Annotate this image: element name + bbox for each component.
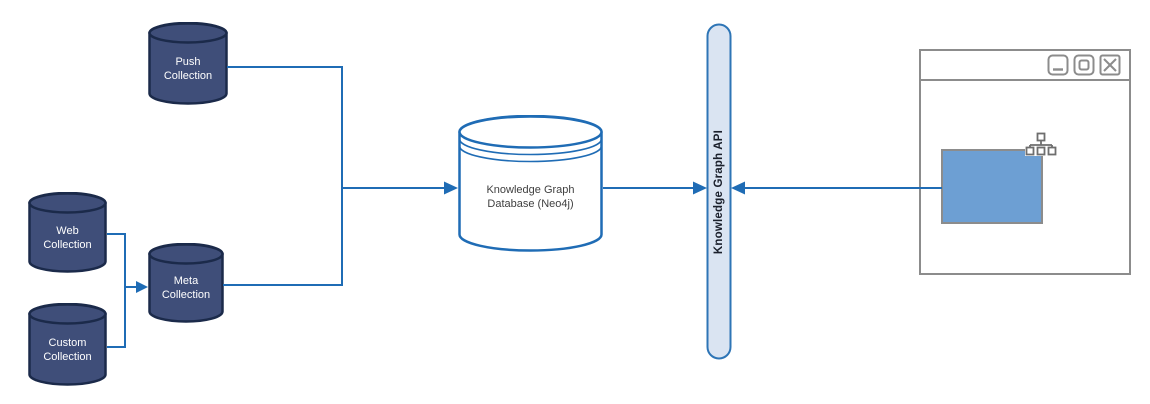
window-titlebar: [921, 51, 1129, 81]
node-label-knowledge-graph-database: Knowledge Graph Database (Neo4j): [486, 183, 575, 210]
edge-push-meta-merge: [223, 66, 343, 286]
node-label-knowledge-graph-api: Knowledge Graph API: [713, 129, 725, 254]
node-label-custom-collection: Custom Collection: [43, 336, 92, 363]
node-label-web-collection: Web Collection: [43, 224, 92, 251]
minimize-icon: [1047, 54, 1069, 76]
node-knowledge-graph-api: Knowledge Graph API: [706, 23, 732, 360]
maximize-icon: [1073, 54, 1095, 76]
arrowhead-into-db: [444, 181, 458, 195]
node-label-push-collection: Push Collection: [163, 55, 213, 82]
node-push-collection: Push Collection: [148, 22, 228, 105]
close-icon: [1099, 54, 1121, 76]
client-content-box: [941, 149, 1043, 224]
node-meta-collection: Meta Collection: [148, 243, 224, 323]
sitemap-icon: [1025, 132, 1057, 156]
cylinder-shape: [148, 243, 224, 323]
arrowhead-db-into-api: [693, 181, 707, 195]
cylinder-shape: [28, 303, 107, 386]
node-knowledge-graph-database: Knowledge Graph Database (Neo4j): [458, 115, 603, 252]
edge-web-custom-merge: [107, 233, 126, 348]
node-web-collection: Web Collection: [28, 192, 107, 273]
cylinder-shape: [28, 192, 107, 273]
node-label-meta-collection: Meta Collection: [161, 275, 211, 301]
database-cylinder-shape: [458, 115, 603, 252]
client-application-window: [919, 49, 1131, 275]
api-pill-shape: [706, 23, 732, 360]
node-custom-collection: Custom Collection: [28, 303, 107, 386]
arrowhead-client-into-api: [731, 181, 745, 195]
arrowhead-into-meta: [136, 281, 148, 293]
